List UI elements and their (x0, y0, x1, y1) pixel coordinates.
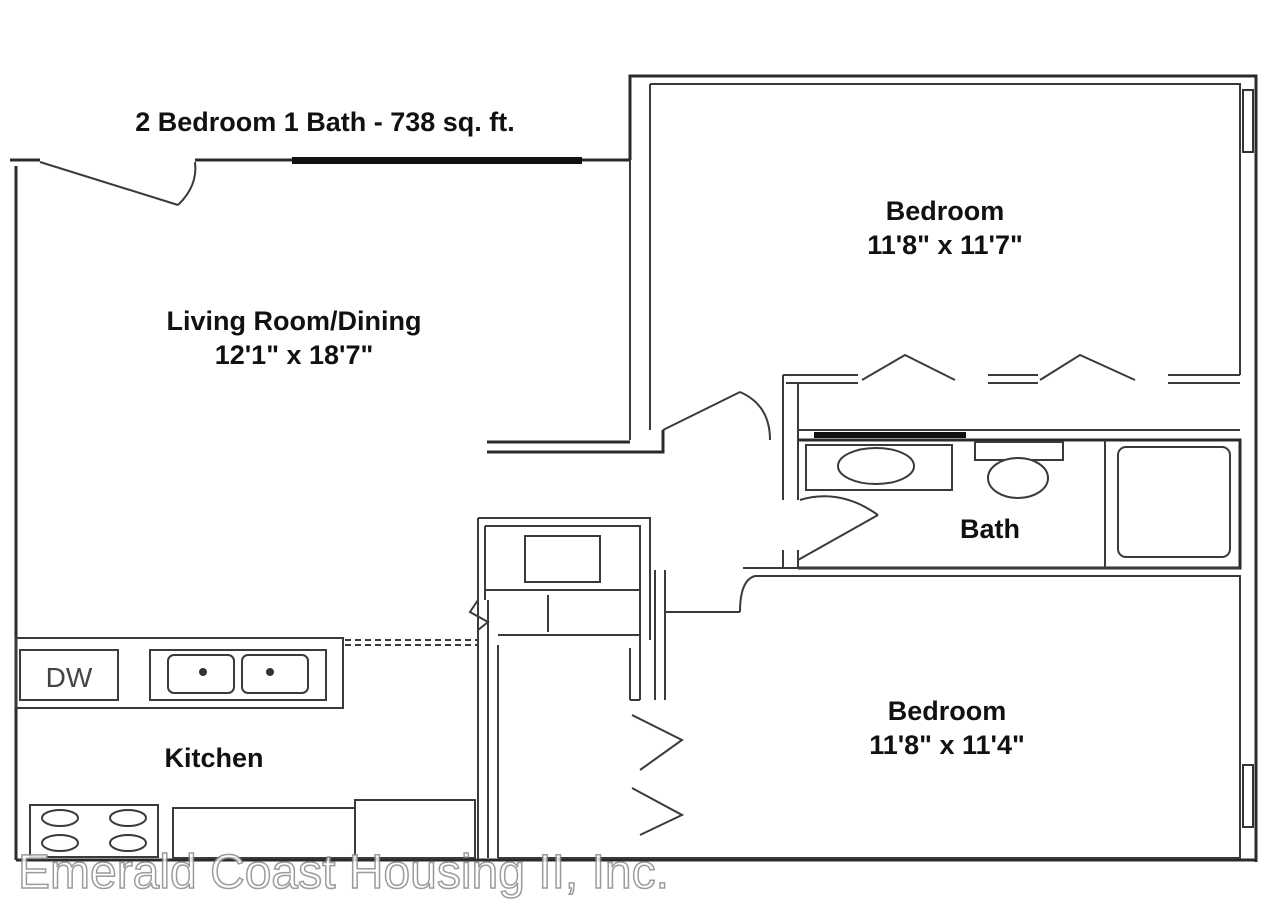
bathtub (1117, 446, 1231, 558)
kitchen-counter-top (15, 637, 344, 709)
bath-fixtures (805, 432, 1231, 558)
room-labels: Living Room/Dining 12'1" x 18'7" Bedroom… (164, 196, 1024, 773)
window-bedroom-2 (1242, 764, 1254, 828)
watermark: Emerald Coast Housing II, Inc. (18, 846, 669, 899)
sink (837, 447, 915, 485)
lower-counter (172, 807, 356, 859)
room-name-bedroom-2: Bedroom (888, 696, 1007, 726)
dishwasher (19, 649, 119, 701)
room-dims-bedroom-2: 11'8" x 11'4" (869, 730, 1025, 760)
doors (39, 161, 1136, 836)
room-name-living: Living Room/Dining (167, 306, 422, 336)
kitchen-fixtures: DW (15, 637, 476, 859)
plan-title: 2 Bedroom 1 Bath - 738 sq. ft. (135, 107, 515, 137)
interior-walls (14, 374, 1242, 860)
room-name-bath: Bath (960, 514, 1020, 544)
room-name-bedroom-1: Bedroom (886, 196, 1005, 226)
refrigerator (354, 799, 476, 859)
bath-window (814, 432, 966, 438)
water-heater (524, 535, 601, 583)
room-name-kitchen: Kitchen (164, 743, 263, 773)
window-bedroom-1 (1242, 89, 1254, 153)
room-dims-bedroom-1: 11'8" x 11'7" (867, 230, 1023, 260)
dishwasher-label: DW (46, 662, 93, 693)
toilet-bowl (987, 457, 1049, 499)
exterior-walls (10, 74, 1258, 862)
room-dims-living: 12'1" x 18'7" (215, 340, 374, 370)
window-living (292, 157, 582, 164)
